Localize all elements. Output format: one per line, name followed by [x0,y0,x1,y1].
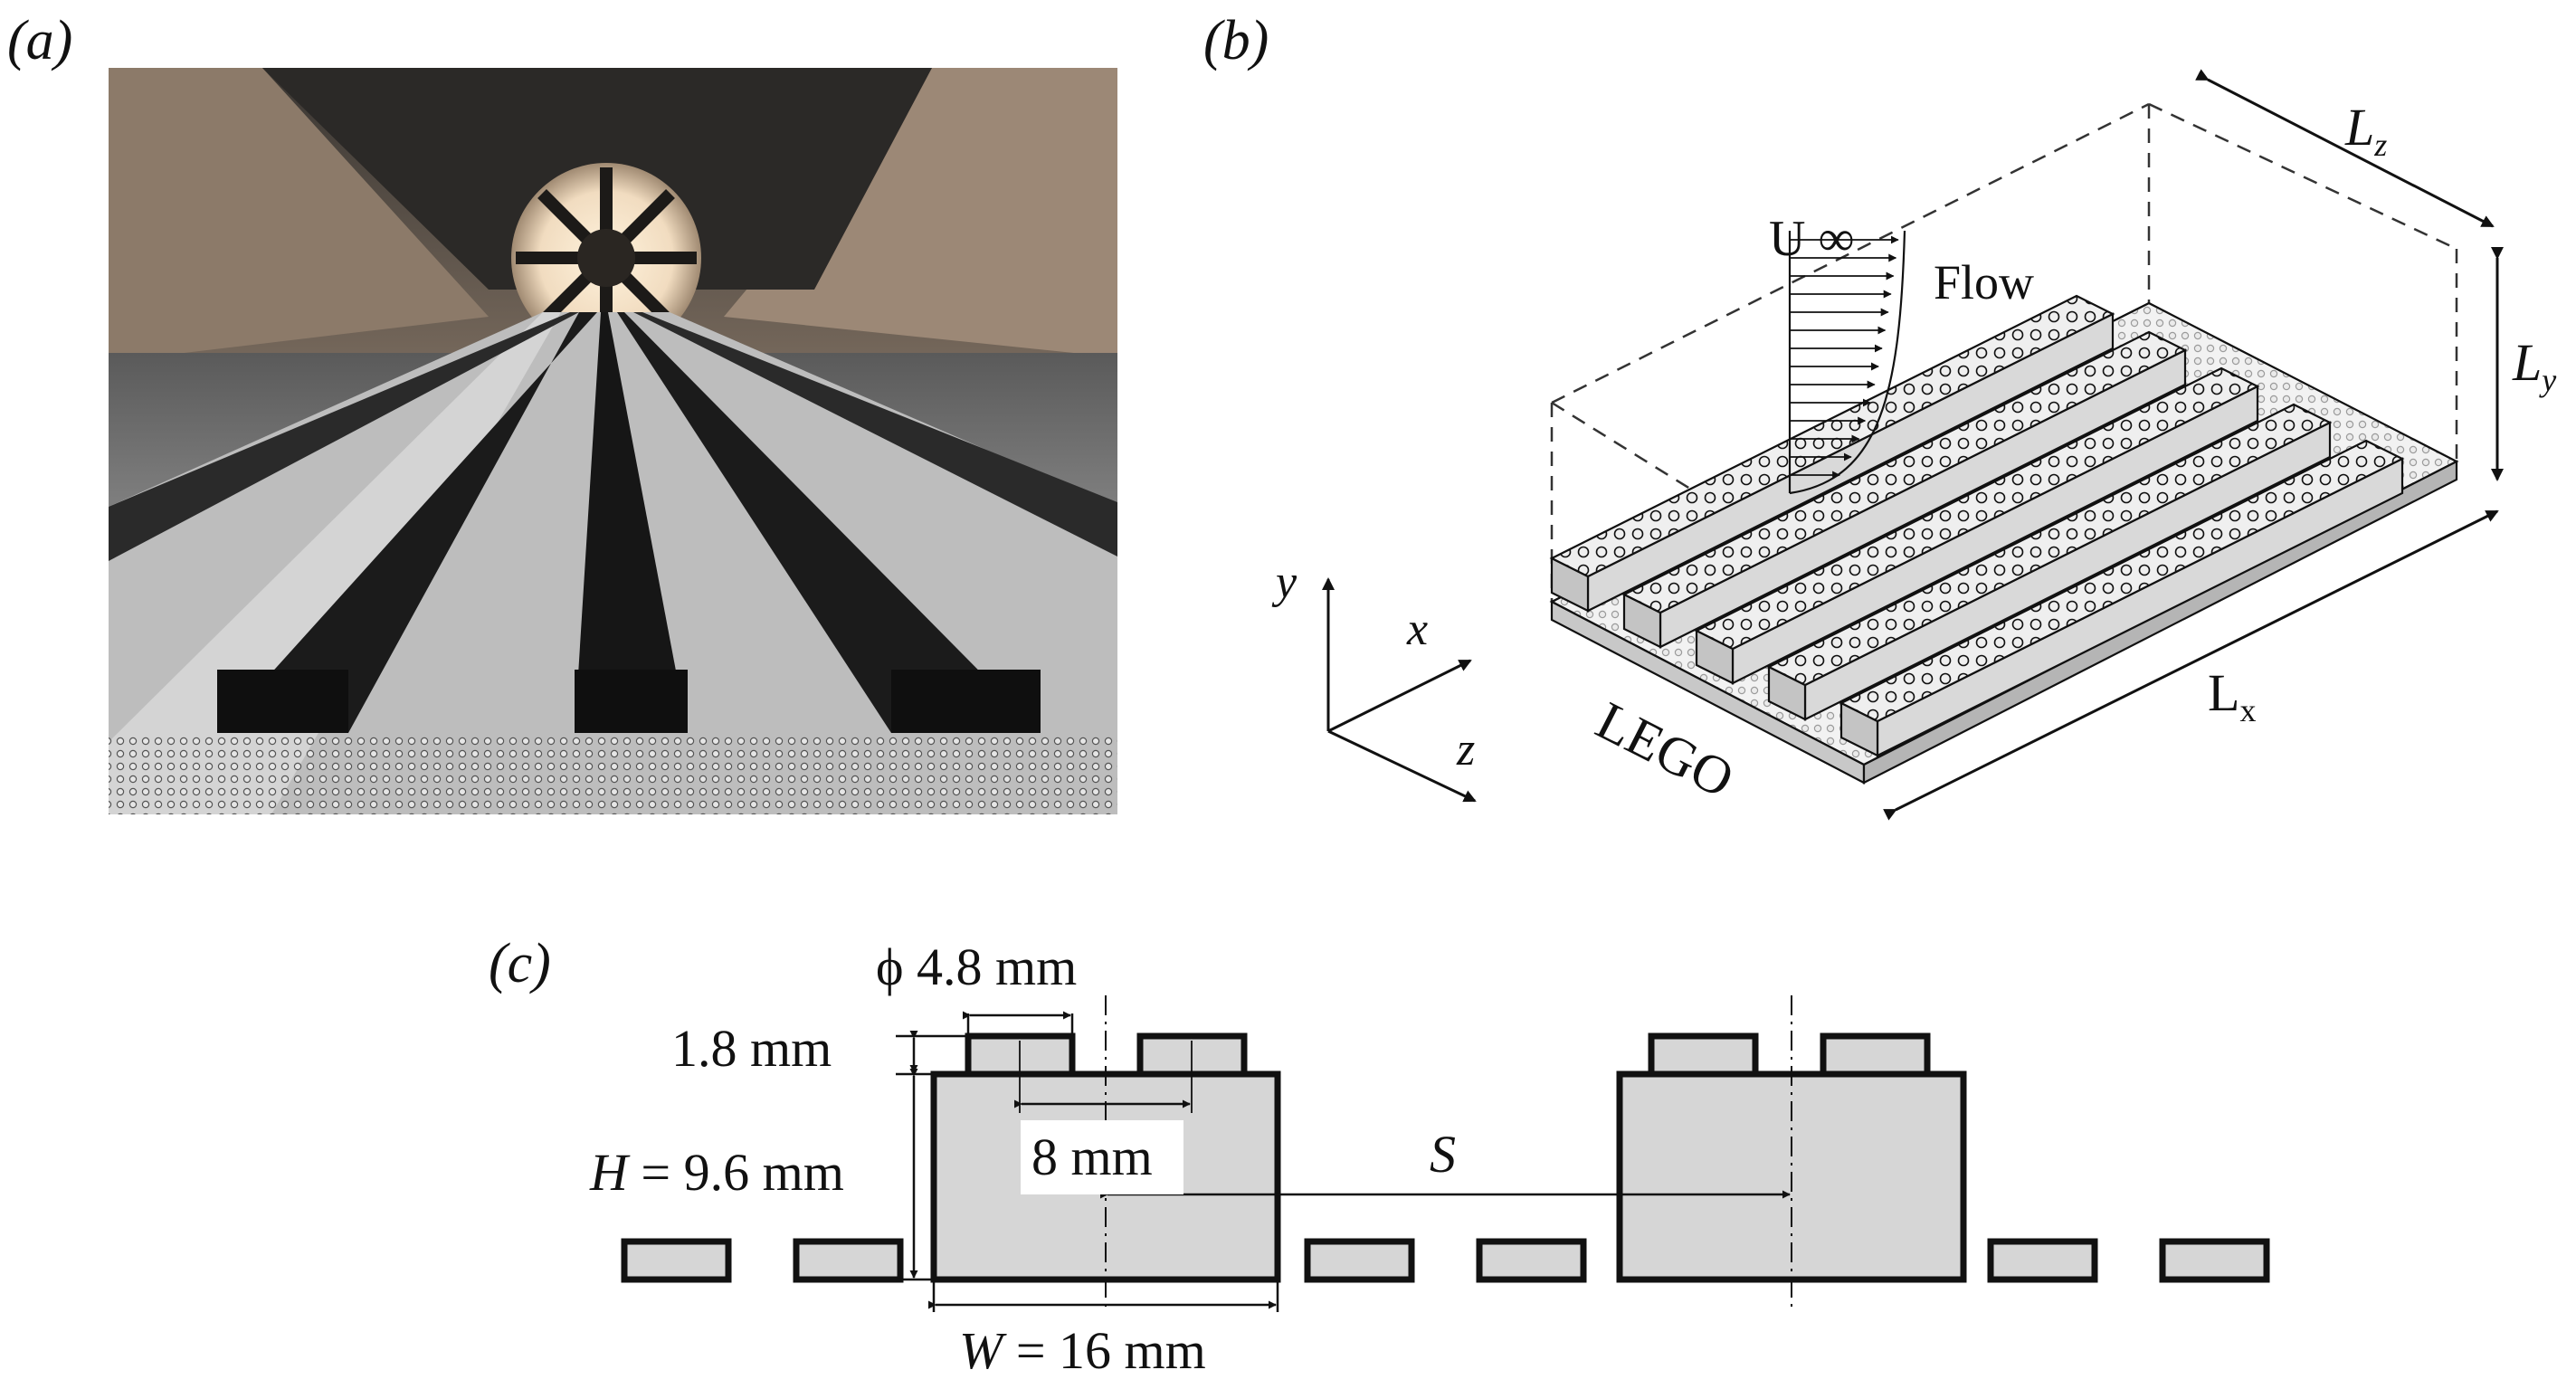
panel-label-a: (a) [7,10,73,71]
panel-c-dimensions [896,1011,1791,1312]
base-stud [1987,1238,2098,1283]
stud-pitch-label: 8 mm [1031,1127,1153,1186]
ly-label: Ly [2512,333,2556,398]
base-stud [1304,1238,1415,1283]
base-stud [793,1238,904,1283]
z-axis-arrow [1327,729,1477,803]
brick-width-label: W = 16 mm [959,1321,1206,1380]
flow-label: Flow [1934,255,2034,309]
velocity-profile [1788,230,1906,495]
pitch-label-bg [1021,1120,1183,1194]
lx-arrow [1883,509,2499,821]
panel-label-c: (c) [489,933,551,994]
lz-label: Lz [2344,98,2387,163]
base-stud [2159,1238,2270,1283]
lz-arrow [2195,69,2495,228]
wind-tunnel-photo [109,68,1117,814]
coordinate-axes [1322,577,1477,803]
brick-stud [1820,1032,1931,1078]
brick-stud [1648,1032,1759,1078]
x-axis-arrow [1327,659,1472,733]
base-stud [1476,1238,1587,1283]
dimension-arrows [1883,69,2504,821]
axis-y-label: y [1271,557,1298,608]
brick-height-label: H = 9.6 mm [589,1143,844,1202]
stud-height-label: 1.8 mm [671,1019,832,1078]
lx-label: Lx [2208,663,2256,728]
rib-studs [1624,332,2185,613]
stud-diameter-label: ϕ 4.8 mm [876,937,1077,996]
velocity-label: U ∞ [1769,211,1854,267]
rib-studs [1552,296,2113,576]
panel-label-b: (b) [1203,10,1269,71]
spacing-label: S [1430,1125,1456,1184]
axis-x-label: x [1406,604,1428,655]
base-stud [621,1238,732,1283]
axis-z-label: z [1456,724,1475,775]
rib-studs [1697,368,2258,649]
